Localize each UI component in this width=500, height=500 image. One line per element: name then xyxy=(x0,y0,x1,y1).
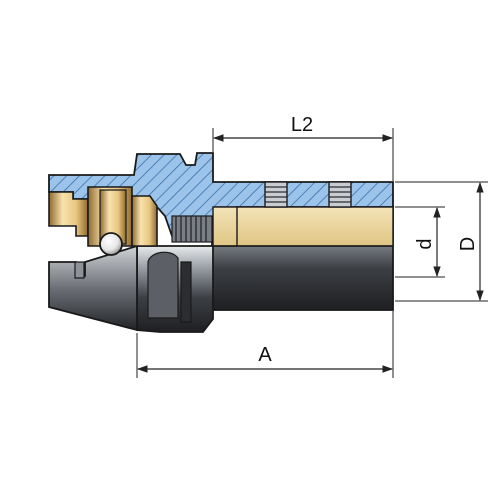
bore-region xyxy=(212,206,394,247)
d-label: d xyxy=(414,238,436,249)
hsk-collar-inner xyxy=(131,195,158,247)
drive-slot xyxy=(74,261,85,279)
hsk-clamp-left xyxy=(48,191,89,237)
a-label: A xyxy=(258,344,272,366)
collar-groove xyxy=(180,261,192,323)
collar-groove-ring xyxy=(147,251,179,319)
clamping-ball xyxy=(99,232,123,256)
D-label: D xyxy=(457,237,479,251)
hsk-inner-cavity xyxy=(99,189,127,245)
bore-step xyxy=(212,206,238,247)
radial-hole-2 xyxy=(328,181,352,208)
coolant-screw-thread xyxy=(171,215,213,243)
radial-threaded-holes xyxy=(264,181,352,208)
radial-hole-1 xyxy=(264,181,288,208)
dimensions: L2 A d D xyxy=(136,114,488,378)
bore-face xyxy=(214,206,394,247)
hsk-internal xyxy=(48,186,213,247)
hsk-taper xyxy=(48,244,138,332)
l2-label: L2 xyxy=(291,114,313,136)
